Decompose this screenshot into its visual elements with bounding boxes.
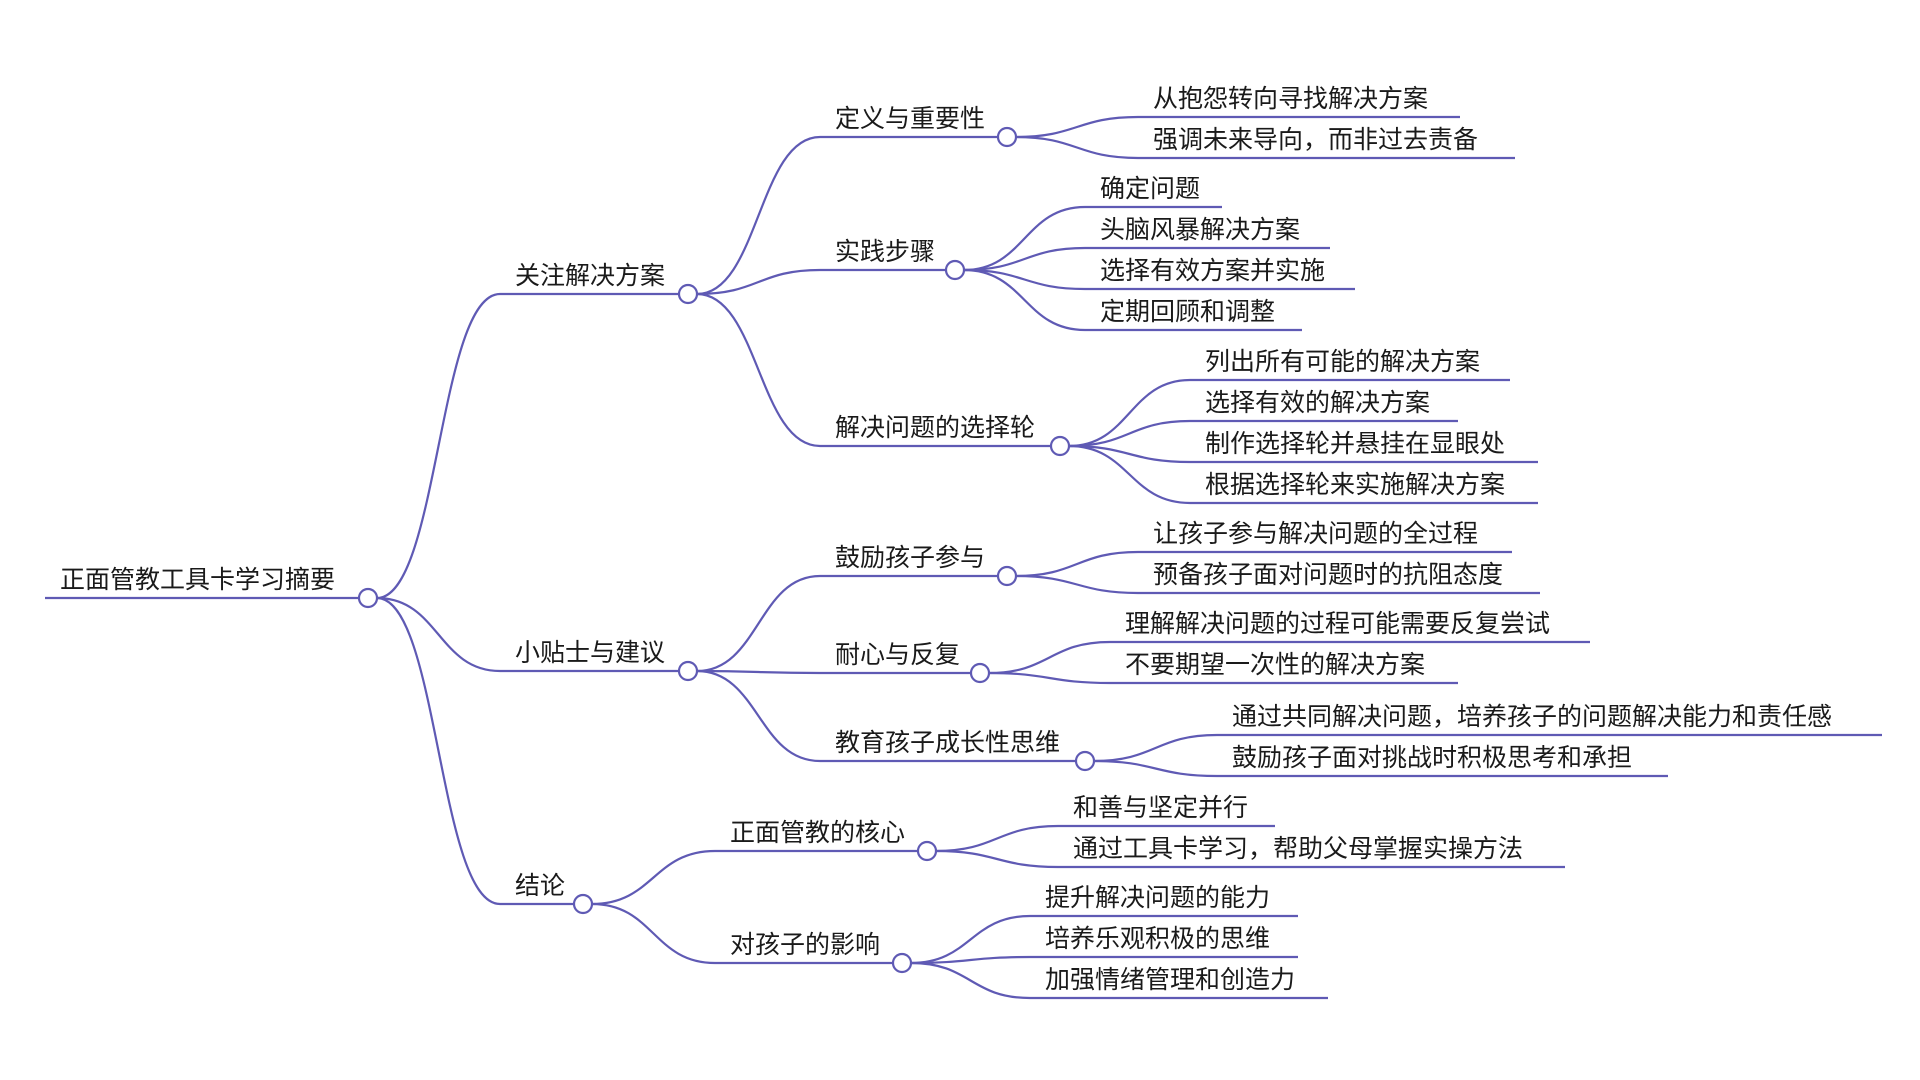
node-label-root-children-0-children-1-children-1: 头脑风暴解决方案 [1100,215,1301,244]
node-label-root-children-0-children-1-children-2: 选择有效方案并实施 [1100,256,1326,285]
connector-root-children-1-children-0-children-0 [1015,550,1139,578]
connector-root-children-1 [376,596,501,673]
node-junction-root-children-2-children-0[interactable] [916,840,938,862]
connector-root-children-0-children-1-children-0 [963,205,1086,272]
node-label-root-children-0-children-1-children-0: 确定问题 [1100,174,1201,203]
node-label-root-children-0-children-1-children-3: 定期回顾和调整 [1100,297,1276,326]
connector-root-children-1-children-2 [696,669,821,763]
node-label-root-children-0-children-0: 定义与重要性 [835,104,986,133]
connector-root-children-2-children-1-children-1 [910,955,1031,965]
node-label-root-children-2-children-1-children-2: 加强情绪管理和创造力 [1045,965,1296,994]
node-label-root: 正面管教工具卡学习摘要 [60,565,336,594]
node-label-root-children-1-children-2: 教育孩子成长性思维 [835,728,1061,757]
connector-root-children-1-children-1-children-1 [988,671,1111,685]
node-label-root-children-0-children-2-children-1: 选择有效的解决方案 [1205,388,1431,417]
connector-root-children-0-children-2-children-1 [1068,419,1191,448]
node-label-root-children-1-children-1-children-1: 不要期望一次性的解决方案 [1125,650,1426,679]
node-label-root-children-1-children-1-children-0: 理解解决问题的过程可能需要反复尝试 [1125,609,1551,638]
connector-root-children-0-children-2 [696,292,821,448]
node-junction-root-children-1-children-2[interactable] [1074,750,1096,772]
node-junction-root-children-1[interactable] [677,660,699,682]
node-label-root-children-2-children-1: 对孩子的影响 [730,930,881,959]
node-junction-root-children-1-children-1[interactable] [969,662,991,684]
connector-root-children-1-children-0-children-1 [1015,574,1139,595]
connector-root-children-0-children-1 [696,268,821,296]
node-label-root-children-0-children-0-children-1: 强调未来导向，而非过去责备 [1153,125,1479,154]
node-label-root-children-1-children-0-children-1: 预备孩子面对问题时的抗阻态度 [1153,560,1504,589]
node-junction-root-children-0-children-0[interactable] [996,126,1018,148]
connector-root-children-2 [376,596,501,906]
node-label-root-children-1-children-0: 鼓励孩子参与 [835,543,986,572]
connector-root-children-0-children-1-children-3 [963,268,1086,332]
node-junction-root-children-2[interactable] [572,893,594,915]
connector-root-children-2-children-0-children-1 [935,849,1059,869]
connector-root-children-0-children-0-children-0 [1015,115,1139,139]
node-label-root-children-0-children-0-children-0: 从抱怨转向寻找解决方案 [1153,84,1429,113]
node-label-root-children-0-children-2-children-3: 根据选择轮来实施解决方案 [1205,470,1506,499]
node-junction-root-children-0-children-1[interactable] [944,259,966,281]
connector-root-children-2-children-1-children-0 [910,914,1031,965]
node-label-root-children-1-children-2-children-0: 通过共同解决问题，培养孩子的问题解决能力和责任感 [1232,702,1833,731]
connector-root-children-0-children-0-children-1 [1015,135,1139,160]
connector-root-children-1-children-0 [696,574,821,673]
node-label-root-children-0-children-1: 实践步骤 [835,237,936,266]
connector-root-children-1-children-1-children-0 [988,640,1111,675]
connector-root-children-0 [376,292,501,600]
node-label-root-children-1: 小贴士与建议 [515,638,666,667]
connector-root-children-1-children-2-children-1 [1093,759,1218,778]
connector-root-children-0-children-2-children-0 [1068,378,1191,448]
node-label-root-children-2-children-0: 正面管教的核心 [730,818,906,847]
node-label-root-children-2-children-1-children-1: 培养乐观积极的思维 [1045,924,1271,953]
node-label-root-children-0-children-2: 解决问题的选择轮 [835,413,1036,442]
connector-root-children-0-children-1-children-1 [963,246,1086,272]
node-junction-root-children-1-children-0[interactable] [996,565,1018,587]
node-label-root-children-1-children-1: 耐心与反复 [835,640,961,669]
node-junction-root-children-0[interactable] [677,283,699,305]
node-label-root-children-2: 结论 [515,871,566,900]
node-label-root-children-2-children-0-children-1: 通过工具卡学习，帮助父母掌握实操方法 [1073,834,1524,863]
connector-root-children-0-children-0 [696,135,821,296]
connector-root-children-2-children-1-children-2 [910,961,1031,1000]
node-label-root-children-0-children-2-children-2: 制作选择轮并悬挂在显眼处 [1205,429,1506,458]
node-label-root-children-2-children-0-children-0: 和善与坚定并行 [1073,793,1249,822]
connector-root-children-2-children-0 [591,849,716,906]
node-junction-root-children-0-children-2[interactable] [1049,435,1071,457]
connector-root-children-1-children-2-children-0 [1093,733,1218,763]
connector-root-children-2-children-1 [591,902,716,965]
node-junction-root[interactable] [357,587,379,609]
node-label-root-children-0-children-2-children-0: 列出所有可能的解决方案 [1205,347,1481,376]
connector-root-children-0-children-2-children-3 [1068,444,1191,505]
connector-root-children-2-children-0-children-0 [935,824,1059,853]
node-label-root-children-1-children-0-children-0: 让孩子参与解决问题的全过程 [1153,519,1479,548]
node-label-root-children-0: 关注解决方案 [515,261,666,290]
connector-root-children-1-children-1 [696,669,821,675]
node-label-root-children-2-children-1-children-0: 提升解决问题的能力 [1045,883,1271,912]
connector-root-children-0-children-2-children-2 [1068,444,1191,464]
node-label-root-children-1-children-2-children-1: 鼓励孩子面对挑战时积极思考和承担 [1232,743,1633,772]
connector-root-children-0-children-1-children-2 [963,268,1086,291]
node-junction-root-children-2-children-1[interactable] [891,952,913,974]
